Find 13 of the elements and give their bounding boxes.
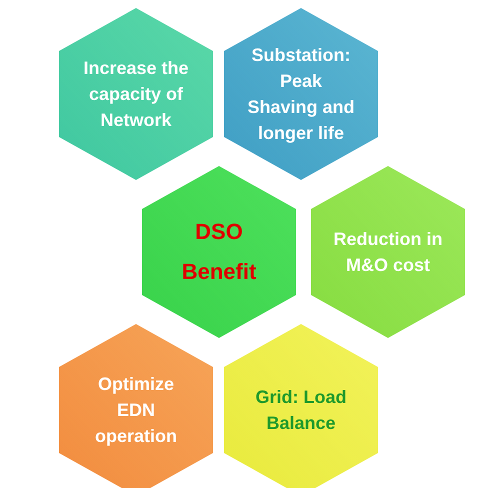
hexagon-node [59, 324, 213, 488]
node-text: Substation: Peak Shaving and longer life [246, 44, 356, 145]
node-text: Optimize EDN operation [94, 373, 178, 448]
node-text: Increase the capacity of Network [82, 57, 190, 132]
hexagon-node [224, 324, 378, 488]
node-text: Benefit [180, 258, 258, 286]
node-text: Reduction in M&O cost [332, 228, 444, 277]
hexagon-node [224, 8, 378, 180]
node-text: DSO [194, 218, 244, 246]
hexagon-node [311, 166, 465, 338]
hexagon-node [59, 8, 213, 180]
node-text: Grid: Load Balance [254, 386, 348, 435]
hexagon-node [142, 166, 296, 338]
